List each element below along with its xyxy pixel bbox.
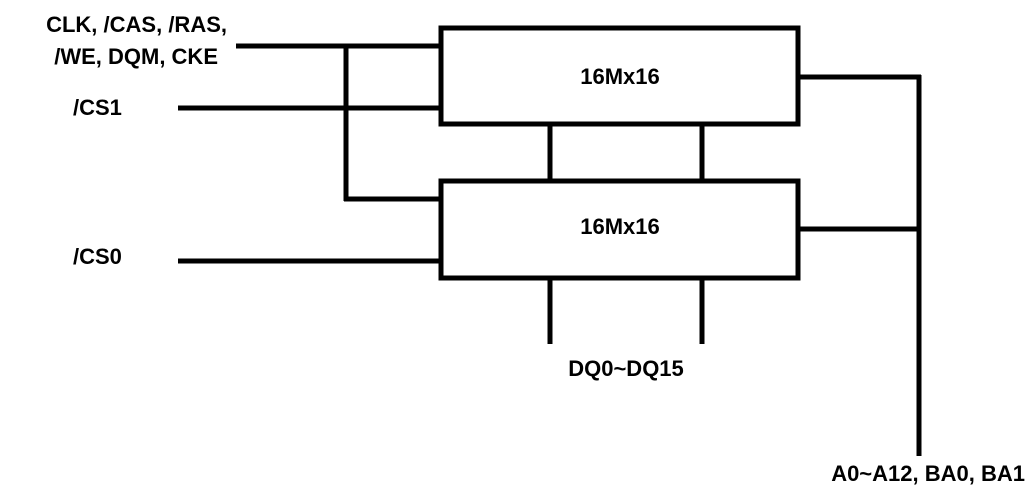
data-bus-label: DQ0~DQ15: [568, 356, 684, 381]
data-bus: [547, 124, 705, 344]
control-signals-label-line1: CLK, /CAS, /RAS,: [46, 12, 227, 37]
chip-top-label: 16Mx16: [580, 64, 660, 89]
chip-bottom: 16Mx16: [438, 178, 801, 281]
address-bus: [798, 74, 922, 456]
chip-top-box: [438, 25, 801, 127]
chip-bottom-label: 16Mx16: [580, 214, 660, 239]
address-bus-label: A0~A12, BA0, BA1: [831, 461, 1025, 486]
control-bus: [236, 43, 442, 202]
cs0-label: /CS0: [73, 244, 122, 269]
chip-top: 16Mx16: [438, 25, 801, 127]
control-signals-label-line2: /WE, DQM, CKE: [54, 44, 218, 69]
chip-bottom-box: [438, 178, 801, 281]
cs1-label: /CS1: [73, 95, 122, 120]
